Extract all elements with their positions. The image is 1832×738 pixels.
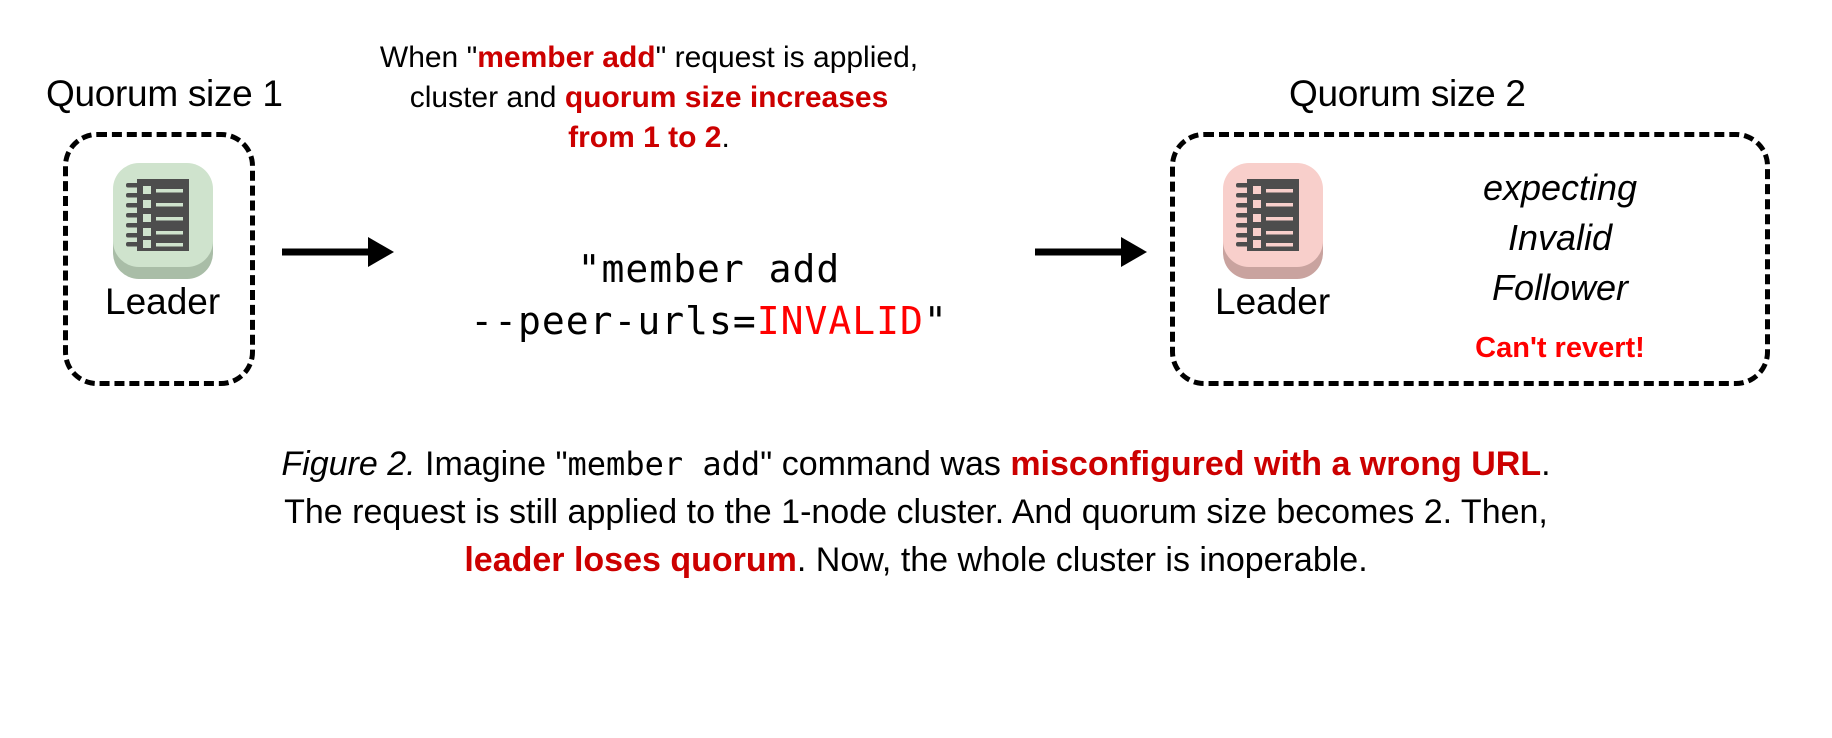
- caption-leader-loses-quorum-highlight: leader loses quorum: [464, 541, 797, 579]
- right-cluster-box: [1170, 132, 1770, 386]
- right-node-icon-wrap: [1219, 157, 1327, 279]
- side-note-line-3: Follower: [1491, 267, 1629, 308]
- command-closing-quote: ": [923, 299, 948, 343]
- top-note-line1-suffix: " request is applied,: [655, 41, 919, 74]
- left-node-icon-wrap: [109, 157, 217, 279]
- command-text: "member add --peer-urls=INVALID": [399, 243, 1019, 347]
- caption-l1-c: .: [1541, 445, 1551, 483]
- caption-l3-b: . Now, the whole cluster is inoperable.: [796, 541, 1368, 579]
- right-cluster-side-note: expecting Invalid Follower: [1410, 163, 1710, 313]
- top-note-member-add: member add: [477, 41, 656, 74]
- right-cluster-caption: Quorum size 2: [1289, 73, 1526, 114]
- top-note-line-3: from 1 to 2.: [329, 118, 969, 158]
- caption-l1-b: " command was: [760, 445, 1011, 483]
- figure-label: Figure 2.: [281, 445, 416, 483]
- top-note-from-1-to-2: from 1 to 2: [568, 121, 722, 154]
- command-line-1: "member add: [577, 247, 841, 291]
- top-note-line3-period: .: [721, 121, 730, 154]
- command-line-2: --peer-urls=INVALID": [399, 295, 1019, 347]
- left-cluster-box: [63, 132, 255, 386]
- ledger-icon: [1222, 163, 1323, 267]
- top-explanation-note: When "member add" request is applied, cl…: [329, 38, 969, 158]
- side-note-line-2: Invalid: [1507, 217, 1613, 258]
- top-note-line1-prefix: When ": [379, 41, 478, 74]
- cant-revert-alert: Can't revert!: [1475, 332, 1645, 364]
- side-note-line-1: expecting: [1482, 167, 1638, 208]
- caption-misconfigured-highlight: misconfigured with a wrong URL: [1010, 445, 1542, 483]
- right-node-label: Leader: [1215, 281, 1331, 322]
- top-note-quorum-increase: quorum size increases: [564, 81, 889, 114]
- left-node-label: Leader: [105, 281, 221, 322]
- caption-l1-a: Imagine ": [415, 445, 568, 483]
- figure-caption-line-2: The request is still applied to the 1-no…: [284, 493, 1548, 531]
- left-cluster-caption: Quorum size 1: [46, 73, 283, 114]
- ledger-icon: [112, 163, 213, 267]
- arrow-right-icon-left: [282, 232, 394, 277]
- left-cluster-node: Leader: [105, 157, 220, 323]
- figure-caption-line-3: leader loses quorum. Now, the whole clus…: [116, 536, 1716, 584]
- top-note-line-2: cluster and quorum size increases: [329, 78, 969, 118]
- command-invalid-value: INVALID: [756, 299, 924, 343]
- figure-caption-line-1: Figure 2. Imagine "member add" command w…: [116, 440, 1716, 488]
- arrow-right-icon-right: [1035, 232, 1147, 277]
- command-flag: --peer-urls=: [470, 299, 757, 343]
- figure-caption: Figure 2. Imagine "member add" command w…: [116, 440, 1716, 584]
- top-note-line-1: When "member add" request is applied,: [329, 38, 969, 78]
- caption-l1-command: member add: [567, 445, 761, 483]
- right-cluster-node: Leader: [1215, 157, 1330, 323]
- top-note-line2-prefix: cluster and: [409, 81, 565, 114]
